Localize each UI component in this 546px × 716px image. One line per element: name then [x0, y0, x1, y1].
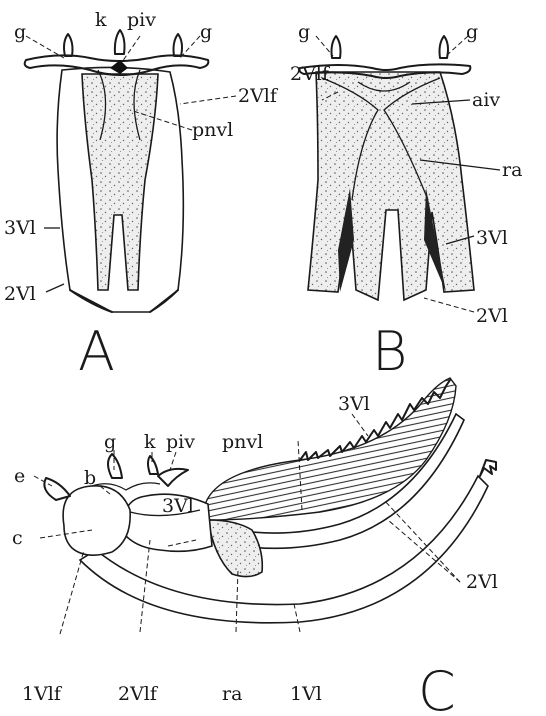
panel-a-letter: A: [78, 320, 115, 383]
k-process: [115, 30, 125, 54]
label-b-g-left: g: [298, 21, 310, 43]
label-c-piv: piv: [166, 431, 195, 453]
c-piv-process: [158, 469, 188, 486]
label-a-g-left: g: [14, 21, 26, 43]
label-b-g-right: g: [466, 21, 478, 43]
panel-c-drawing: [44, 378, 496, 623]
label-b-ra: ra: [502, 159, 522, 181]
label-a-k: k: [95, 9, 107, 31]
label-a-2vl: 2Vl: [4, 283, 36, 305]
label-b-3vl: 3Vl: [476, 227, 508, 249]
label-c-3vl-top: 3Vl: [338, 393, 370, 415]
label-c-3vl-inner: 3Vl: [162, 495, 194, 517]
label-b-aiv: aiv: [472, 89, 500, 111]
label-c-e: e: [14, 465, 25, 487]
g-process-left: [64, 34, 73, 56]
panel-b: g g 2Vlf aiv ra 3Vl 2Vl B: [290, 21, 522, 383]
label-c-g: g: [104, 431, 116, 453]
label-b-2vlf: 2Vlf: [290, 63, 331, 85]
panel-a-drawing: [25, 30, 209, 312]
c-g-process: [108, 454, 122, 478]
b-g-left: [332, 36, 341, 58]
panel-b-letter: B: [372, 320, 407, 383]
panel-a: g k piv g 2Vlf pnvl 3Vl 2Vl A: [4, 9, 279, 383]
label-c-2vl: 2Vl: [466, 571, 498, 593]
c-k-process: [148, 456, 158, 474]
label-c-pnvl: pnvl: [222, 431, 263, 453]
g-process-right: [174, 34, 183, 56]
label-c-k: k: [144, 431, 156, 453]
label-a-piv: piv: [127, 9, 156, 31]
label-c-1vlf: 1Vlf: [22, 683, 63, 705]
label-a-3vl: 3Vl: [4, 217, 36, 239]
label-c-1vl: 1Vl: [290, 683, 322, 705]
label-c-c: c: [12, 527, 23, 549]
label-b-2vl: 2Vl: [476, 305, 508, 327]
label-a-pnvl: pnvl: [192, 119, 233, 141]
panel-c-letter: C: [418, 660, 456, 716]
panel-c: 3Vl g k piv pnvl b e 3Vl c 2Vl 1Vlf 2Vlf…: [12, 378, 498, 716]
label-c-2vlf: 2Vlf: [118, 683, 159, 705]
c-e-process: [44, 478, 70, 500]
label-a-g-right: g: [200, 21, 212, 43]
label-c-ra: ra: [222, 683, 242, 705]
label-c-b: b: [84, 467, 96, 489]
label-a-2vlf: 2Vlf: [238, 85, 279, 107]
